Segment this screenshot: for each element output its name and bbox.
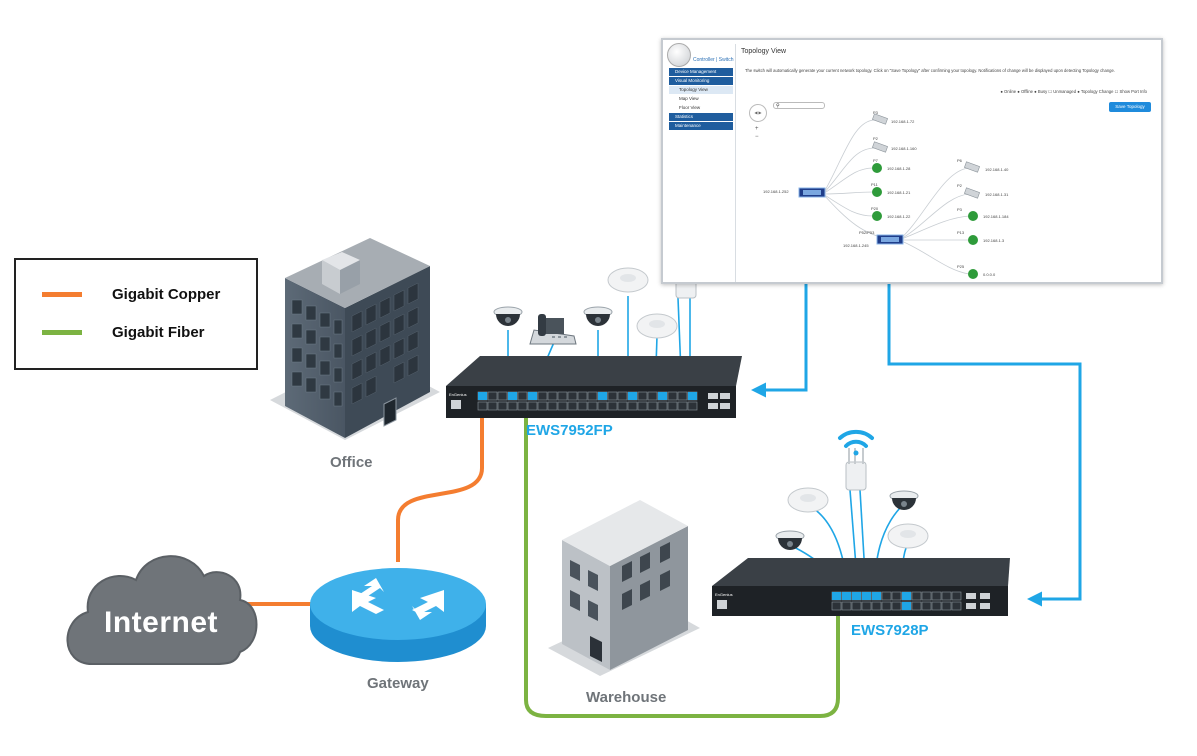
node-ip-label: 0.0.0.0 (983, 272, 996, 277)
switch-secondary-label: EWS7928P (851, 622, 929, 639)
breadcrumb[interactable]: Controller | Switch (693, 57, 734, 63)
ceiling-access-point-icon (887, 523, 929, 549)
zoom-in-icon[interactable]: + (755, 126, 759, 132)
dome-camera-icon (889, 490, 919, 510)
node-port-label: P7 (873, 158, 878, 163)
page-description: The switch will automatically generate y… (745, 68, 1115, 73)
search-input[interactable]: ⚲ (773, 102, 825, 109)
wifi-icon (838, 429, 874, 456)
topology-view-window: Controller | Switch Device Management Vi… (661, 38, 1163, 284)
internet-label: Internet (103, 606, 218, 639)
pan-control-icon[interactable]: ◀ ▶ (749, 104, 767, 122)
node-ip-label: 192.168.1.72 (891, 119, 915, 124)
sidebar-item-statistics[interactable]: Statistics (669, 113, 733, 121)
legend-label: Gigabit Fiber (112, 324, 205, 341)
office-label: Office (330, 454, 373, 471)
sidebar-item-topology-view[interactable]: Topology View (669, 86, 733, 94)
switch-main-label: EWS7952FP (526, 422, 613, 439)
legend-item-copper: Gigabit Copper (42, 286, 220, 303)
sidebar-item-floor-view[interactable]: Floor View (669, 104, 733, 112)
gateway-router (310, 568, 486, 662)
node-ip-label: 192.168.1.3 (983, 238, 1005, 243)
zoom-out-icon[interactable]: − (755, 134, 759, 140)
dome-camera-icon (583, 306, 613, 326)
sidebar-item-maintenance[interactable]: Maintenance (669, 122, 733, 130)
sidebar: Device Management Visual Monitoring Topo… (669, 68, 733, 131)
topology-graph (798, 113, 980, 279)
node-port-label: P52/P53 (859, 230, 875, 235)
node-port-label: P3 (957, 207, 962, 212)
switch-ews7952fp: EnGenius (446, 356, 742, 418)
topology-link-secondary (887, 250, 1082, 607)
node-port-label: P13 (957, 230, 965, 235)
node-ip-label: 192.168.1.245 (843, 243, 869, 248)
legend: Gigabit Copper Gigabit Fiber (14, 258, 258, 370)
fiber-cable-switch-switch (524, 400, 840, 718)
legend-label: Gigabit Copper (112, 286, 221, 303)
legend-item-fiber: Gigabit Fiber (42, 324, 205, 341)
topology-link-main (751, 284, 808, 398)
node-ip-label: 192.168.1.31 (985, 192, 1009, 197)
ceiling-access-point-icon (787, 487, 829, 513)
status-legend[interactable]: ● Online ● Offline ● Busy ☐ Unmanaged ● … (1000, 89, 1147, 94)
outdoor-access-point-icon (845, 448, 867, 491)
node-ip-label: 192.168.1.252 (763, 189, 789, 194)
sidebar-item-device-management[interactable]: Device Management (669, 68, 733, 76)
warehouse-label: Warehouse (586, 689, 667, 706)
gateway-label: Gateway (367, 675, 429, 692)
node-port-label: P6 (957, 158, 962, 163)
node-ip-label: 192.168.1.40 (985, 167, 1009, 172)
sidebar-item-visual-monitoring[interactable]: Visual Monitoring (669, 77, 733, 85)
node-port-label: P11 (871, 182, 878, 187)
svg-text:EnGenius: EnGenius (715, 592, 733, 597)
node-port-label: P20 (871, 206, 879, 211)
ceiling-access-point-icon (636, 313, 678, 339)
ceiling-access-point-icon (607, 267, 649, 293)
copper-cable-gateway-switch (396, 400, 484, 562)
node-ip-label: 192.168.1.184 (983, 214, 1009, 219)
switch-ews7928p: EnGenius (712, 558, 1010, 616)
dome-camera-icon (493, 306, 523, 326)
node-port-label: P2 (873, 136, 878, 141)
svg-text:EnGenius: EnGenius (449, 392, 467, 397)
node-ip-label: 192.168.1.22 (887, 214, 911, 219)
page-title: Topology View (741, 48, 787, 55)
warehouse-building (548, 500, 700, 676)
node-port-label: P25 (957, 264, 965, 269)
node-port-label: P2 (957, 183, 962, 188)
sidebar-item-map-view[interactable]: Map View (669, 95, 733, 103)
node-port-label: P3 (873, 110, 878, 115)
node-ip-label: 192.168.1.28 (887, 166, 911, 171)
copper-swatch (42, 292, 82, 297)
search-icon: ⚲ (776, 103, 780, 109)
node-ip-label: 192.168.1.21 (887, 190, 911, 195)
save-topology-button[interactable]: Save Topology (1109, 102, 1151, 112)
dome-camera-icon (775, 530, 805, 550)
ip-phone-icon (529, 314, 577, 345)
node-ip-label: 192.168.1.160 (891, 146, 917, 151)
office-building (270, 238, 440, 440)
divider (735, 44, 736, 282)
avatar (667, 43, 691, 67)
internet-cloud (66, 555, 258, 665)
fiber-swatch (42, 330, 82, 335)
